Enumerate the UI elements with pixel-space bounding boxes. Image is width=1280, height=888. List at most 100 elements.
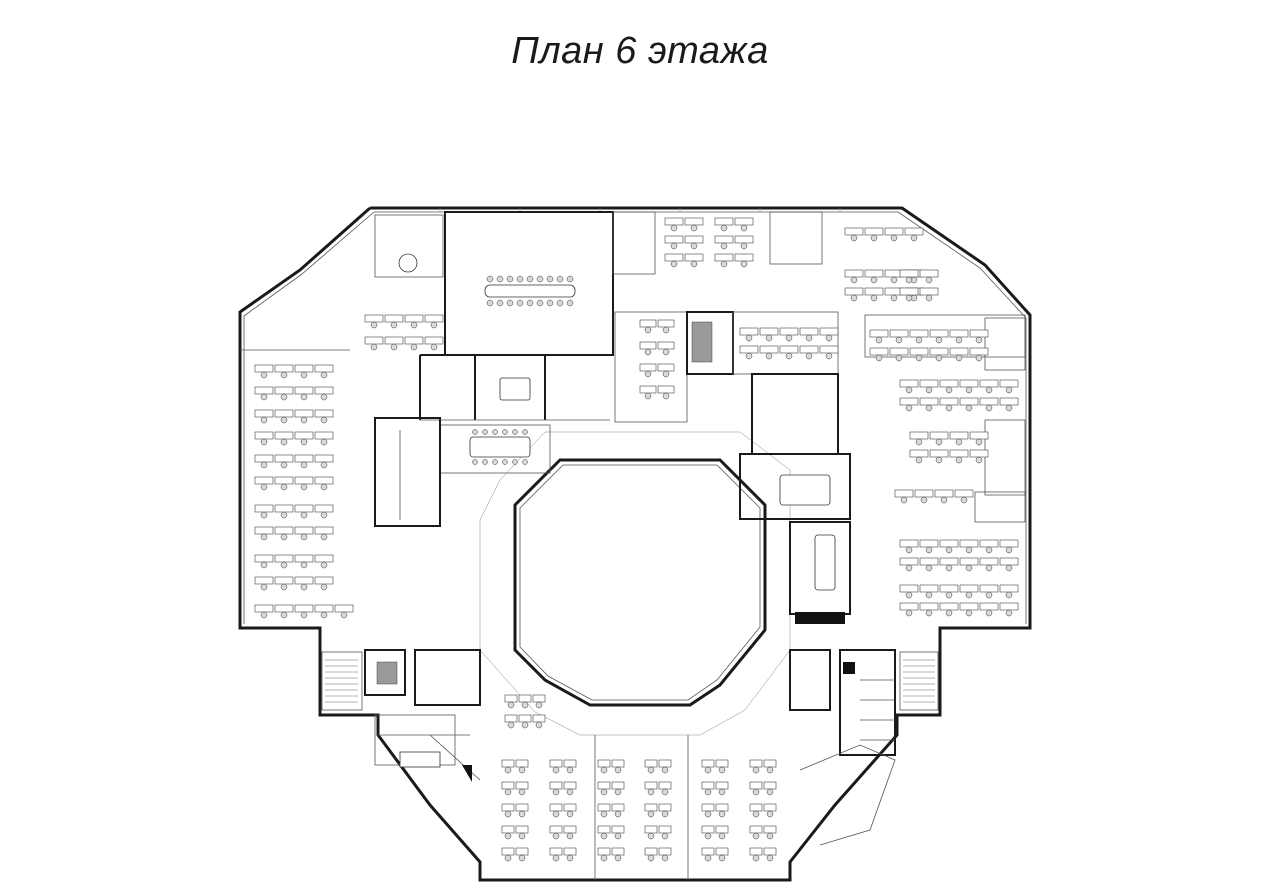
chair (566, 854, 574, 862)
chair (516, 275, 524, 283)
chair (975, 354, 983, 362)
desk (597, 825, 611, 834)
chair (745, 334, 753, 342)
chair (766, 854, 774, 862)
chair (1005, 546, 1013, 554)
desk (254, 476, 274, 485)
chair (430, 343, 438, 351)
chair (925, 609, 933, 617)
chair (260, 611, 268, 619)
chair (492, 429, 498, 435)
desk (658, 825, 672, 834)
desk (611, 847, 625, 856)
chair (320, 438, 328, 446)
chair (566, 299, 574, 307)
chair (614, 766, 622, 774)
chair (662, 392, 670, 400)
chair (614, 854, 622, 862)
chair (766, 832, 774, 840)
desk (274, 409, 294, 418)
desk (611, 825, 625, 834)
chair (518, 810, 526, 818)
desk (549, 781, 563, 790)
chair (260, 438, 268, 446)
chair (300, 511, 308, 519)
chair (720, 242, 728, 250)
desk (314, 454, 334, 463)
desk (899, 287, 919, 296)
chair (535, 701, 543, 709)
desk (959, 539, 979, 548)
desk (314, 554, 334, 563)
desk (274, 364, 294, 373)
desk (294, 576, 314, 585)
desk (563, 781, 577, 790)
desk (763, 803, 777, 812)
desk (563, 825, 577, 834)
desk (294, 386, 314, 395)
desk (701, 781, 715, 790)
chair (507, 721, 515, 729)
desk (819, 327, 839, 336)
chair (915, 336, 923, 344)
chair (647, 766, 655, 774)
desk (274, 454, 294, 463)
chair (670, 242, 678, 250)
chair (718, 832, 726, 840)
desk (597, 781, 611, 790)
chair (300, 483, 308, 491)
chair (518, 854, 526, 862)
chair (945, 591, 953, 599)
desk (939, 397, 959, 406)
desk (404, 314, 424, 323)
chair (647, 788, 655, 796)
desk (919, 287, 939, 296)
chair (280, 461, 288, 469)
desk (658, 781, 672, 790)
desk (515, 759, 529, 768)
desk (515, 825, 529, 834)
desk (274, 554, 294, 563)
chair (504, 854, 512, 862)
desk (979, 379, 999, 388)
chair (1005, 564, 1013, 572)
desk (701, 759, 715, 768)
desk (715, 759, 729, 768)
desk (424, 336, 444, 345)
desk (314, 604, 334, 613)
desk (274, 504, 294, 513)
desk (549, 825, 563, 834)
desk (899, 539, 919, 548)
chair (280, 611, 288, 619)
chair (535, 721, 543, 729)
chair (320, 461, 328, 469)
desk (959, 557, 979, 566)
chair (506, 299, 514, 307)
chair (905, 591, 913, 599)
chair (280, 438, 288, 446)
chair (518, 832, 526, 840)
desk (864, 227, 884, 236)
desk (969, 431, 989, 440)
desk (639, 385, 657, 394)
desk (254, 504, 274, 513)
desk (949, 431, 969, 440)
desk (749, 759, 763, 768)
desk (844, 227, 864, 236)
chair (552, 788, 560, 796)
desk (969, 449, 989, 458)
desk (364, 336, 384, 345)
desk (979, 602, 999, 611)
chair (280, 393, 288, 401)
desk (919, 379, 939, 388)
chair (752, 854, 760, 862)
chair (512, 429, 518, 435)
chair (690, 224, 698, 232)
chair (370, 343, 378, 351)
desk (929, 449, 949, 458)
chair (965, 546, 973, 554)
chair (985, 404, 993, 412)
desk (294, 431, 314, 440)
desk (909, 449, 929, 458)
desk (894, 489, 914, 498)
